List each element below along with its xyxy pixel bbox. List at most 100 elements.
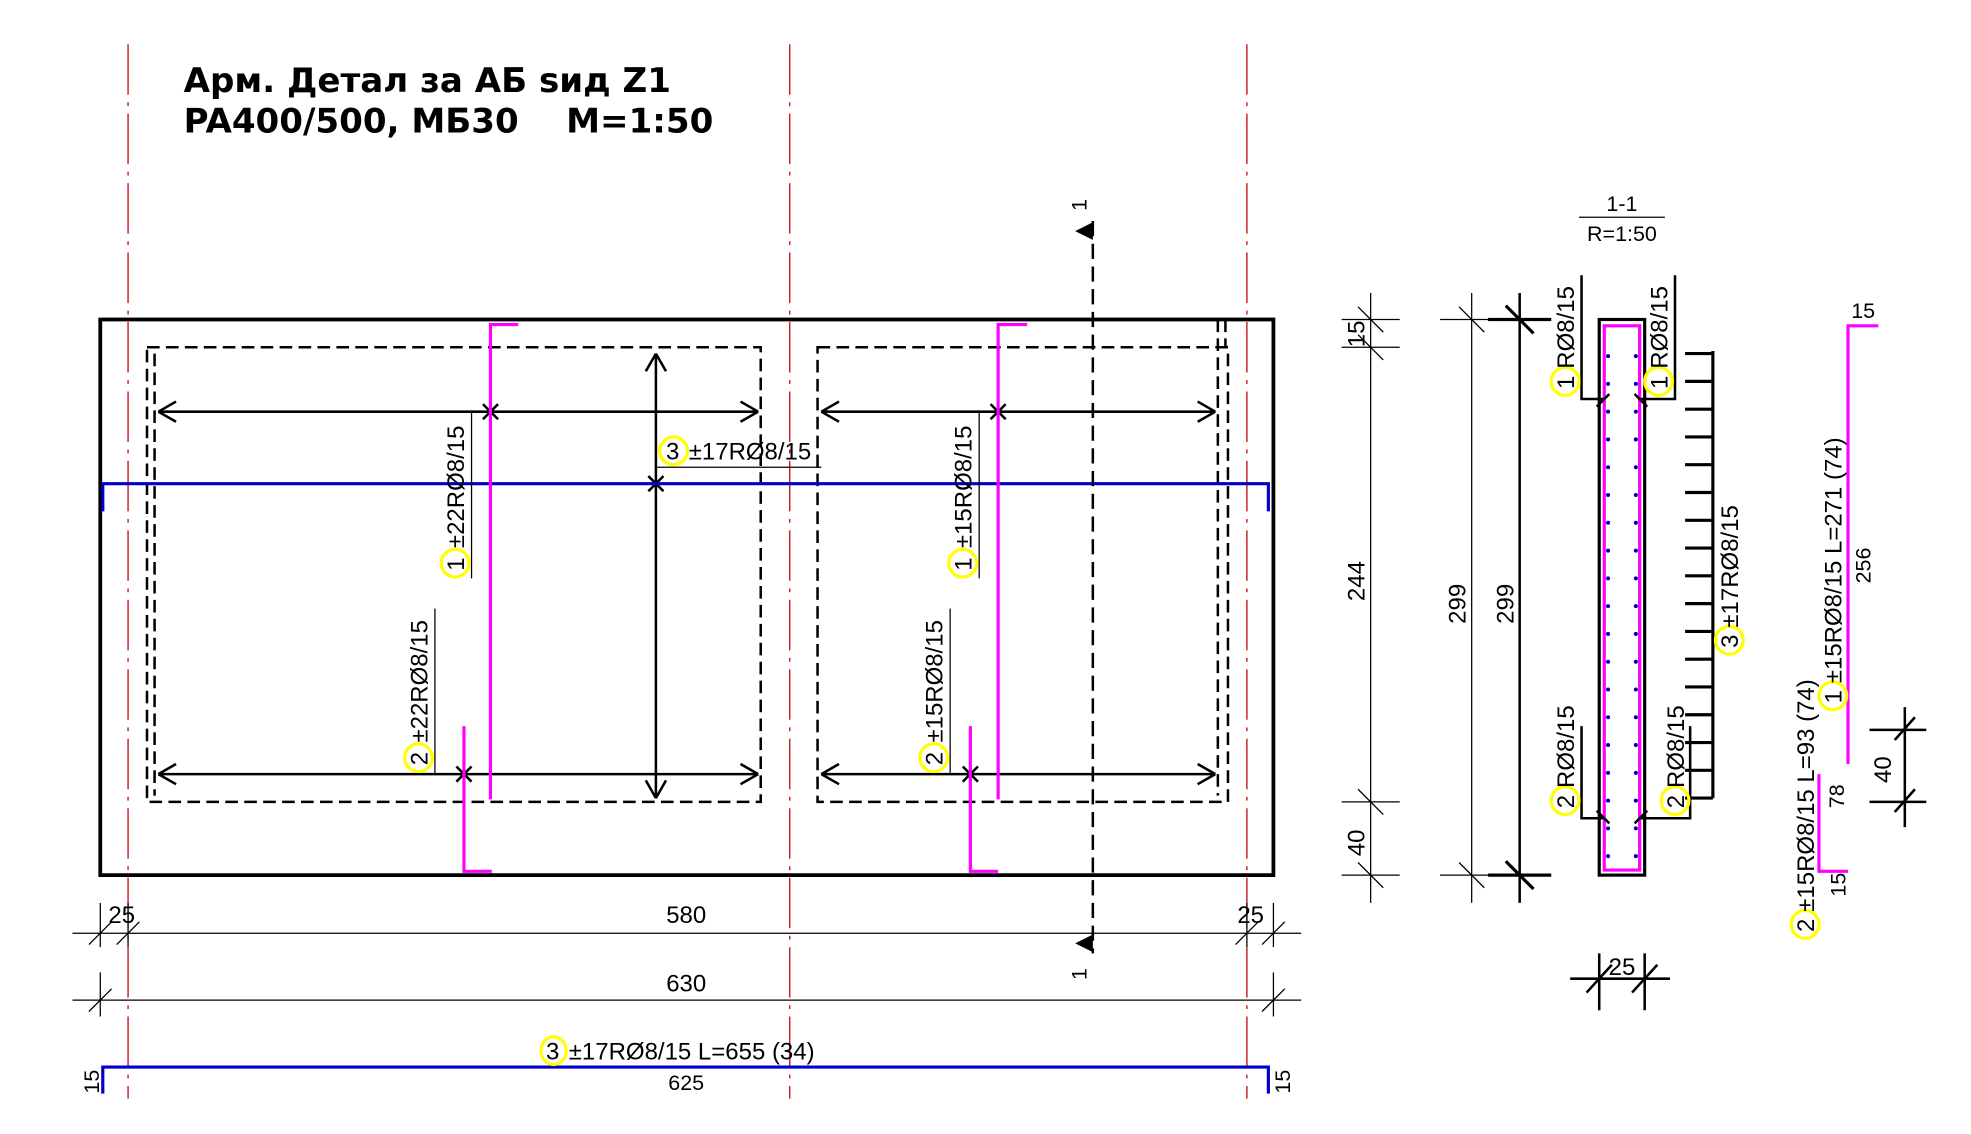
svg-text:1: 1	[1821, 690, 1848, 703]
rebar-dot	[1606, 743, 1611, 748]
rebar-dot	[1633, 631, 1638, 636]
rebar-dot	[1606, 465, 1611, 470]
svg-text:1-1: 1-1	[1606, 192, 1637, 216]
vertical-bars	[462, 322, 1028, 873]
horizontal-dimensions: 25 580 25 630	[72, 902, 1302, 1017]
bar2-right-label: 2 ±15RØ8/15	[918, 608, 951, 774]
svg-text:244: 244	[1343, 561, 1370, 601]
section-vertical-dimensions: 15 244 40 299 299	[1341, 292, 1552, 903]
svg-text:RØ8/15: RØ8/15	[1553, 705, 1580, 788]
svg-text:2: 2	[1663, 795, 1690, 808]
dim-right-cover: 25	[1237, 902, 1264, 929]
dim-left-cover: 25	[108, 902, 135, 929]
section-bar1-left-label: 1 RØ8/15	[1549, 286, 1581, 397]
svg-text:15: 15	[1851, 299, 1875, 323]
rebar-dot	[1633, 659, 1638, 664]
rebar-dot	[1606, 604, 1611, 609]
rebar-dot	[1633, 770, 1638, 775]
rebar-dot	[1633, 798, 1638, 803]
rebar-dot	[1606, 354, 1611, 359]
svg-text:299: 299	[1492, 584, 1519, 624]
section-bar3-label: 3 ±17RØ8/15	[1713, 505, 1745, 656]
rebar-dot	[1633, 715, 1638, 720]
svg-text:1: 1	[951, 557, 978, 570]
horizontal-bar-3	[101, 482, 1270, 512]
rebar-dot	[1633, 826, 1638, 831]
bar3-label: 3 ±17RØ8/15	[657, 435, 822, 468]
rebar-dot	[1633, 520, 1638, 525]
rebar-dot	[1606, 437, 1611, 442]
svg-text:±22RØ8/15: ±22RØ8/15	[406, 620, 433, 743]
rebar-dot	[1633, 687, 1638, 692]
svg-text:RØ8/15: RØ8/15	[1553, 286, 1580, 369]
svg-text:R=1:50: R=1:50	[1587, 222, 1657, 246]
bar3-shape: 3 ±17RØ8/15 L=655 (34) 625 15 15	[80, 1035, 1295, 1095]
dim-total: 630	[666, 970, 706, 997]
rebar-dot	[1606, 659, 1611, 664]
svg-text:2: 2	[1553, 795, 1580, 808]
section-mark-top: 1	[1068, 199, 1092, 211]
section-bar1-right-label: 1 RØ8/15	[1643, 286, 1675, 397]
svg-text:15: 15	[1271, 1070, 1295, 1094]
dim-middle: 580	[666, 902, 706, 929]
lap-dimension: 40	[1869, 707, 1927, 828]
svg-text:±17RØ8/15: ±17RØ8/15	[689, 439, 812, 466]
rebar-dot	[1606, 520, 1611, 525]
rebar-dot	[1606, 492, 1611, 498]
rebar-dot	[1606, 548, 1611, 553]
svg-text:625: 625	[668, 1071, 704, 1095]
section-title: 1-1 R=1:50	[1579, 192, 1665, 246]
rebar-dot	[1606, 687, 1611, 692]
rebar-dot	[1633, 576, 1638, 581]
svg-text:3: 3	[1717, 634, 1744, 647]
drawing-title: Арм. Детал за АБ ѕид Z1	[184, 61, 671, 101]
rebar-dot	[1633, 492, 1638, 498]
section-bar2-left-label: 2 RØ8/15	[1549, 705, 1581, 817]
svg-text:±15RØ8/15: ±15RØ8/15	[951, 426, 978, 549]
rebar-dot	[1633, 381, 1638, 386]
rebar-dot	[1633, 354, 1638, 359]
svg-text:1: 1	[443, 557, 470, 570]
svg-text:2: 2	[406, 752, 433, 765]
rebar-dot	[1633, 854, 1638, 859]
svg-text:299: 299	[1444, 584, 1471, 624]
rebar-dot	[1606, 381, 1611, 386]
svg-text:15: 15	[80, 1070, 104, 1094]
svg-text:±15RØ8/15: ±15RØ8/15	[922, 620, 949, 743]
svg-text:±17RØ8/15: ±17RØ8/15	[1717, 505, 1744, 627]
svg-text:3: 3	[666, 439, 679, 466]
svg-text:±15RØ8/15 L=93 (74): ±15RØ8/15 L=93 (74)	[1793, 679, 1820, 912]
svg-text:40: 40	[1343, 829, 1370, 856]
distribution-arrows	[157, 352, 1216, 799]
rebar-dot	[1633, 548, 1638, 553]
rebar-dot	[1633, 437, 1638, 442]
rebar-dot	[1633, 743, 1638, 748]
svg-text:40: 40	[1870, 756, 1897, 783]
drawing-subtitle: PA400/500, MБ30 M=1:50	[184, 102, 714, 142]
rebar-dot	[1633, 409, 1638, 414]
svg-text:±17RØ8/15 L=655 (34): ±17RØ8/15 L=655 (34)	[569, 1038, 815, 1065]
rebar-dot	[1606, 409, 1611, 414]
svg-text:RØ8/15: RØ8/15	[1663, 705, 1690, 788]
svg-text:±22RØ8/15: ±22RØ8/15	[443, 426, 470, 549]
rebar-dot	[1606, 798, 1611, 803]
rebar-dot	[1606, 576, 1611, 581]
section-bar2-right-label: 2 RØ8/15	[1659, 705, 1691, 817]
inner-dashed-outline	[145, 319, 1230, 804]
svg-text:1: 1	[1553, 376, 1580, 389]
svg-text:25: 25	[1609, 954, 1636, 981]
svg-text:RØ8/15: RØ8/15	[1646, 286, 1673, 369]
svg-text:78: 78	[1825, 784, 1849, 808]
wall-cross-section	[1580, 275, 1715, 877]
svg-text:256: 256	[1852, 548, 1876, 584]
svg-text:2: 2	[1793, 919, 1820, 932]
rebar-dot	[1606, 854, 1611, 859]
rebar-dot	[1606, 631, 1611, 636]
section-cut-line: 1 1	[1068, 199, 1095, 980]
bar1-left-label: 1 ±22RØ8/15	[439, 410, 473, 579]
bar2-shape: 78 15 2 ±15RØ8/15 L=93 (74)	[1789, 679, 1850, 940]
rebar-dot	[1606, 770, 1611, 775]
rebar-dot	[1606, 826, 1611, 831]
svg-text:2: 2	[922, 752, 949, 765]
